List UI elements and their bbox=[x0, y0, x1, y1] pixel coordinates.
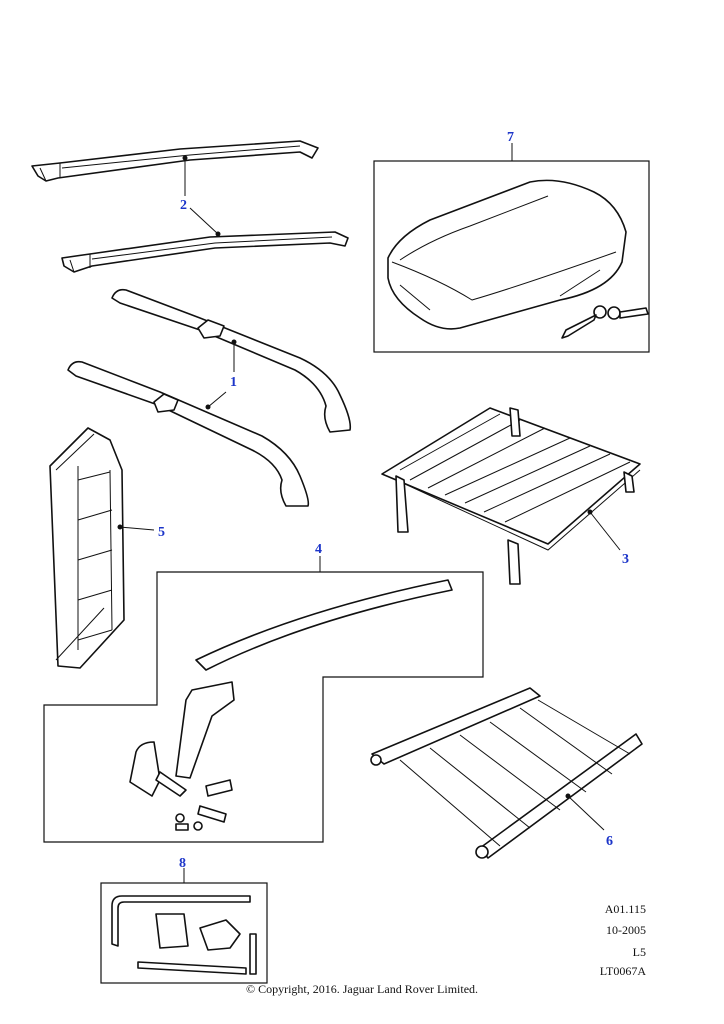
fitting-kit bbox=[111, 895, 257, 975]
roof-rail-lower bbox=[67, 360, 310, 507]
date-label: 10-2005 bbox=[606, 923, 646, 937]
copyright-text: © Copyright, 2016. Jaguar Land Rover Lim… bbox=[245, 982, 479, 996]
ladder bbox=[49, 427, 125, 669]
callout-2-leaders bbox=[182, 155, 221, 237]
illustration-label: LT0067A bbox=[599, 964, 646, 978]
callout-4: 4 bbox=[315, 542, 322, 557]
kit-frame bbox=[43, 571, 484, 843]
code-label: L5 bbox=[632, 945, 646, 959]
callout-7: 7 bbox=[507, 130, 514, 145]
callout-1: 1 bbox=[230, 375, 237, 390]
callout-2: 2 bbox=[180, 198, 187, 213]
roof-rack bbox=[381, 407, 641, 585]
roof-rail-upper bbox=[111, 288, 352, 433]
callout-1-leaders bbox=[205, 339, 237, 410]
cross-bar-lower bbox=[61, 231, 349, 273]
roof-box bbox=[387, 179, 627, 330]
cross-bar-upper bbox=[31, 140, 319, 182]
key-icon bbox=[561, 305, 649, 339]
ladder-rack bbox=[370, 687, 643, 859]
callout-6: 6 bbox=[606, 834, 613, 849]
callout-5: 5 bbox=[158, 525, 165, 540]
mount-bracket bbox=[129, 681, 235, 831]
callout-3: 3 bbox=[622, 552, 629, 567]
ref-label: A01.115 bbox=[604, 902, 646, 916]
callout-8: 8 bbox=[179, 856, 186, 871]
rail-bar bbox=[195, 579, 453, 671]
